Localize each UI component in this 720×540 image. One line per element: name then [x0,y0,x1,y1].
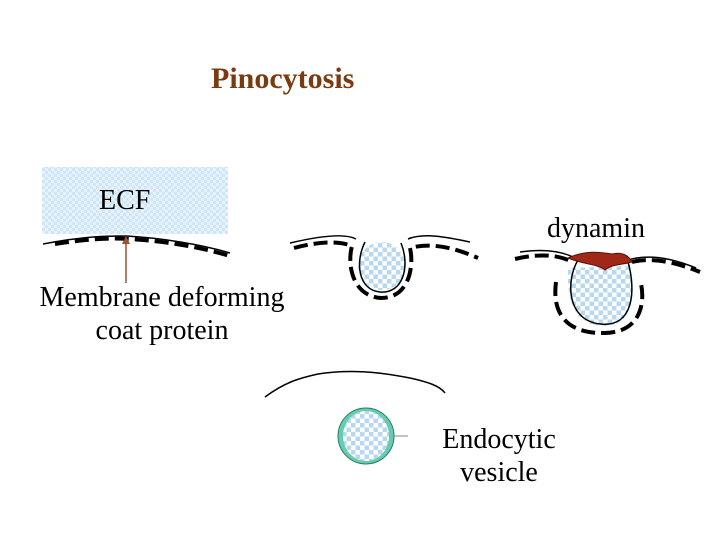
pit-membrane [358,241,406,293]
endocytic-vesicle-label: Endocytic vesicle [428,423,570,489]
membrane-stage2 [289,235,471,244]
coat-protein-label: Membrane deforming coat protein [18,281,306,347]
coat-protein-stage2 [293,240,479,301]
coat-protein-stage1 [54,236,231,258]
dynamin-ring [566,251,633,271]
dynamin-label: dynamin [547,213,645,244]
bud-contents [567,266,633,326]
endocytic-vesicle-label-line1: Endocytic [442,424,556,455]
coat-protein-label-line1: Membrane deforming [39,282,285,313]
ecf-label: ECF [99,185,151,216]
ecf-region [42,167,228,234]
endocytic-vesicle-label-line2: vesicle [460,457,538,488]
membrane-stage4 [264,370,446,398]
coat-protein-stage3 [514,253,701,336]
diagram-title: Pinocytosis [211,62,355,95]
vesicle-contents [343,411,389,461]
pit-contents [358,242,406,290]
coat-protein-arrowhead [122,236,130,244]
membrane-stage1 [42,235,231,254]
coat-protein-label-line2: coat protein [95,315,229,346]
bud-membrane [570,259,633,325]
